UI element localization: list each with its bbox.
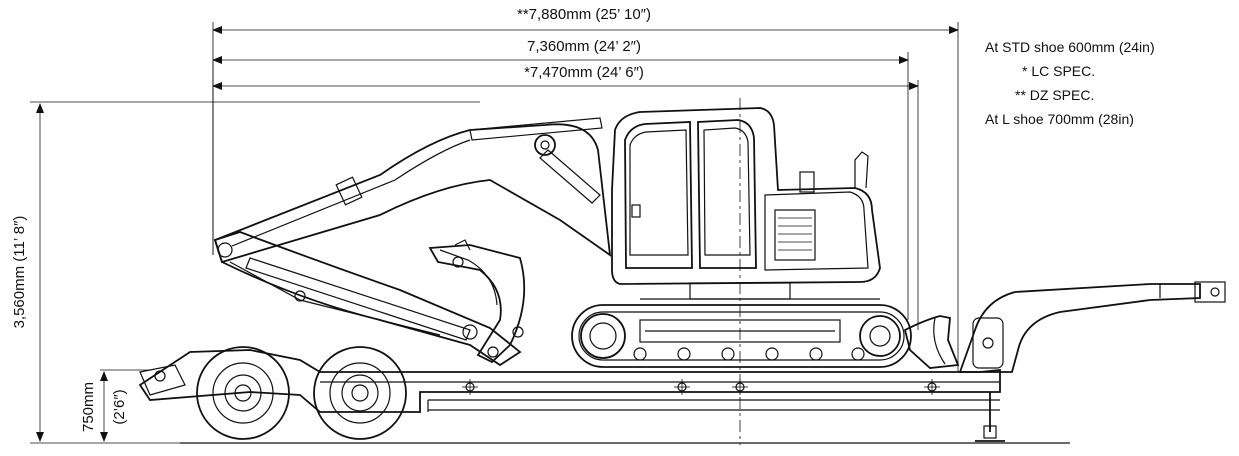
dim-overall-dz-label: **7,880mm (25’ 10″) [517,6,651,23]
lowboy-trailer [138,281,1226,442]
dim-overall-std-label: 7,360mm (24’ 2″) [527,38,641,55]
excavator-boom [213,117,612,264]
excavator-bucket [428,239,526,364]
dim-height-total-label: 3,560mm (11’ 8″) [11,216,28,329]
excavator [213,98,960,445]
excavator-arm [213,231,522,367]
note-std-shoe: At STD shoe 600mm (24in) [985,39,1155,55]
excavator-undercarriage [571,304,912,368]
dim-deck-height-ft-label: (2’6″) [111,389,128,424]
trailer-wheel-front [313,346,407,440]
dimension-lines [30,22,1070,444]
note-dz-spec: ** DZ SPEC. [1015,87,1094,103]
trailer-wheel-rear [196,346,290,440]
note-l-shoe: At L shoe 700mm (28in) [985,111,1134,127]
dim-deck-height-mm-label: 750mm [80,382,97,432]
dim-overall-lc-label: *7,470mm (24’ 6″) [524,64,644,81]
excavator-upper [611,107,881,285]
note-lc-spec: * LC SPEC. [1022,63,1095,79]
